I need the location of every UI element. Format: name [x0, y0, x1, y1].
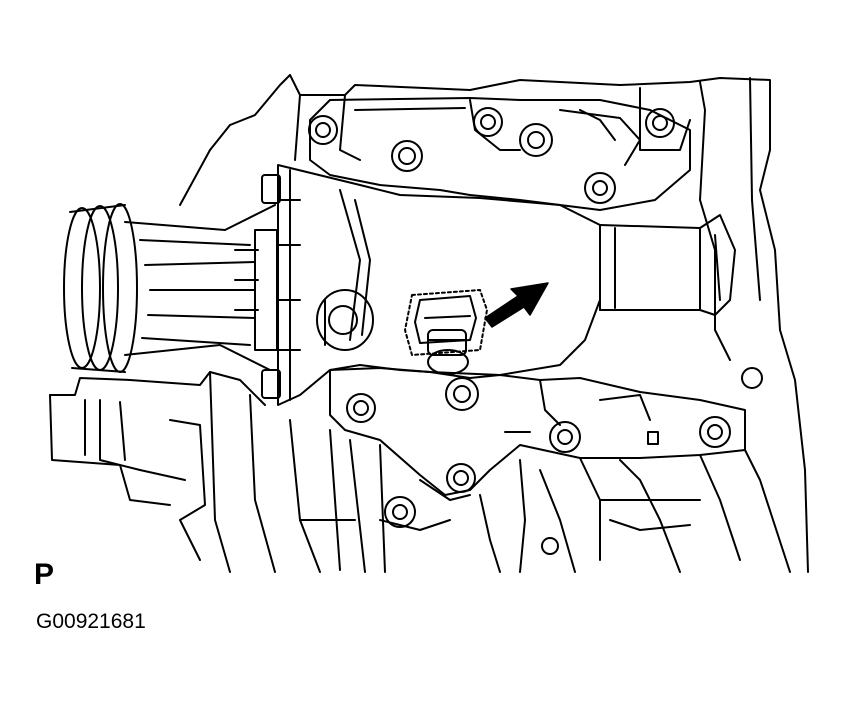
- lower-left-structures: [49, 371, 386, 573]
- sensor-switch: [404, 289, 488, 375]
- view-letter-label: P: [34, 558, 55, 591]
- main-case: [261, 164, 601, 406]
- shaft-housing: [599, 214, 736, 316]
- pointer-arrow-icon: [484, 282, 549, 328]
- lower-flange: [329, 364, 763, 496]
- drive-pulley: [63, 203, 278, 373]
- lower-right-structures: [379, 449, 791, 573]
- background-housing: [179, 74, 809, 573]
- upper-flange: [308, 97, 691, 211]
- left-boss: [316, 289, 374, 351]
- figure-code-label: G00921681: [36, 610, 146, 633]
